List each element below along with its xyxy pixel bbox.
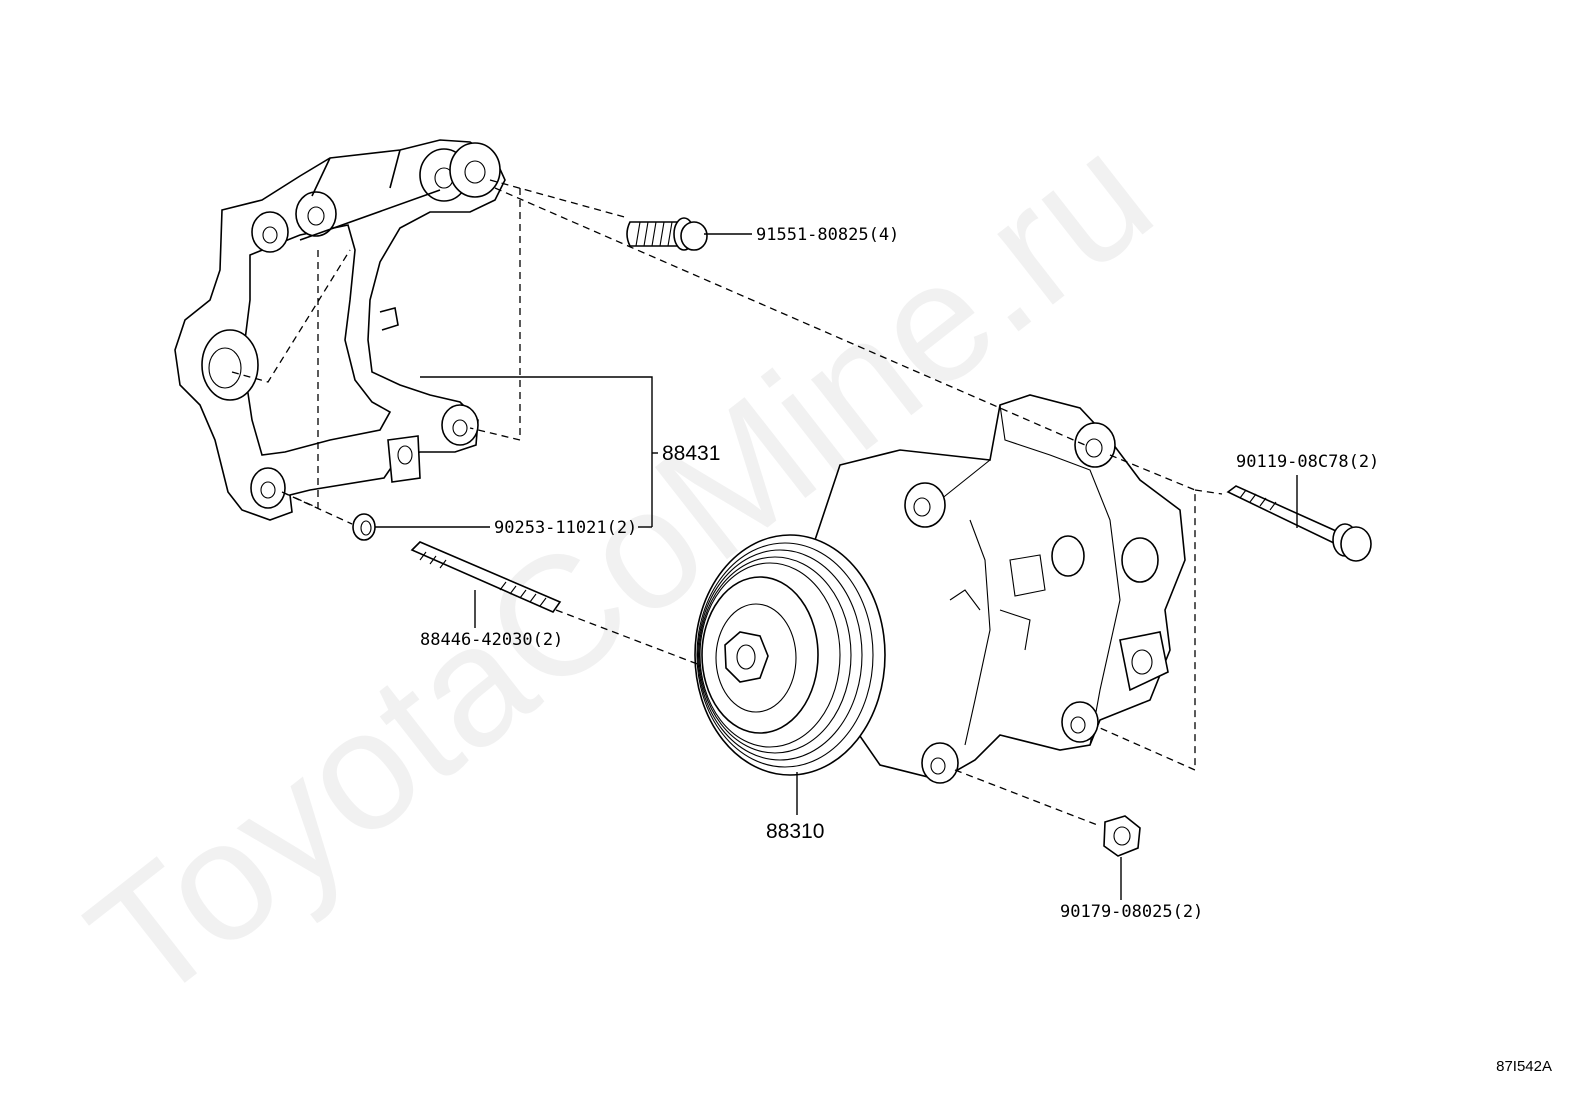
label-bracket-88431: 88431: [662, 442, 720, 465]
nut-90179-08025-drawing: [1103, 815, 1141, 857]
bracket-88431-drawing: [174, 139, 506, 521]
pin-90253-11021-drawing: [352, 513, 376, 541]
bolt-91551-80825-drawing: [626, 217, 708, 251]
label-stud-88446-42030: 88446-42030(2): [420, 630, 563, 650]
stud-88446-42030-drawing: [410, 541, 562, 613]
leader-lines: [375, 233, 1298, 900]
assembly-lines: [231, 179, 1223, 827]
label-bolt-91551-80825: 91551-80825(4): [756, 225, 899, 245]
label-bolt-90119-08c78: 90119-08C78(2): [1236, 452, 1379, 472]
bolt-90119-08c78-drawing: [1226, 485, 1372, 562]
compressor-88310-drawing: [694, 394, 1186, 784]
label-pin-90253-11021: 90253-11021(2): [494, 518, 637, 538]
label-nut-90179-08025: 90179-08025(2): [1060, 902, 1203, 922]
figure-id: 87I542A: [1496, 1058, 1552, 1075]
label-compressor-88310: 88310: [766, 820, 824, 843]
